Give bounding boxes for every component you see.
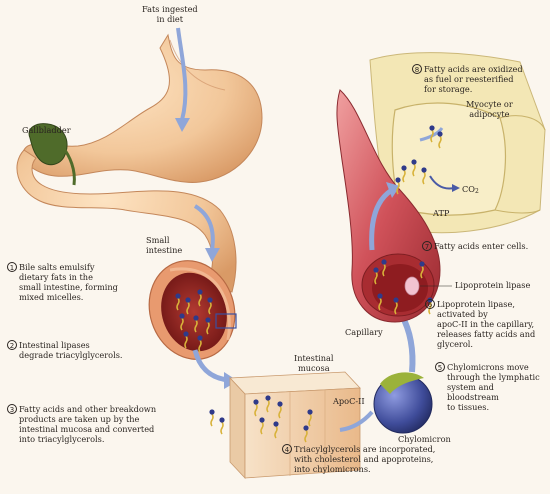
intestine-arrow	[193, 204, 220, 262]
fatty-acid-glyph	[381, 259, 387, 277]
intestinal-mucosa-label: Intestinal mucosa	[294, 353, 334, 373]
small-intestine-section	[148, 260, 236, 360]
lipoprotein-lipase-label: Lipoprotein lipase	[455, 280, 531, 290]
step-6-number: 6	[425, 299, 435, 309]
fatty-acid-glyph	[303, 425, 309, 443]
step-4-text: Triacylglycerols are incorporated, with …	[294, 444, 436, 474]
fatty-acid-glyph	[437, 131, 443, 149]
apoc2-label: ApoC-II	[333, 396, 365, 406]
fats-ingested-label: Fats ingested in diet	[142, 4, 198, 24]
fatty-acid-glyph	[219, 417, 225, 435]
small-intestine-label: Small intestine	[146, 235, 183, 255]
fatty-acid-glyph	[179, 313, 185, 331]
myocyte-label: Myocyte or adipocyte	[466, 99, 513, 119]
fatty-acid-glyph	[197, 335, 203, 353]
fatty-acid-glyph	[429, 125, 435, 143]
chylomicron	[373, 372, 433, 434]
to-co2-arrow	[429, 175, 460, 192]
fatty-acid-glyph	[205, 317, 211, 335]
intestinal-mucosa-block	[229, 371, 361, 480]
gallbladder	[28, 123, 76, 186]
step-5-number: 5	[435, 362, 445, 372]
fatty-acid-glyph	[277, 401, 283, 419]
step-3-number: 3	[7, 404, 17, 414]
atp-label: ATP	[433, 208, 450, 218]
fatty-acid-glyph	[175, 293, 181, 311]
fatty-acid-glyph	[207, 297, 213, 315]
co2-subscript: 2	[474, 188, 479, 195]
to-chylomicron-arrow	[339, 410, 374, 432]
to-cell-arrow	[369, 182, 400, 251]
step-2-number: 2	[7, 340, 17, 350]
fatty-acid-glyph	[393, 297, 399, 315]
fatty-acid-glyph	[273, 421, 279, 439]
cells	[369, 52, 546, 234]
fatty-acid-glyph	[373, 267, 379, 285]
step-1-text: Bile salts emulsify dietary fats in the …	[19, 262, 118, 302]
step-4-number: 4	[282, 444, 292, 454]
fatty-acid-glyph	[185, 297, 191, 315]
step-7-text: Fatty acids enter cells.	[434, 241, 529, 251]
fatty-acid-glyph	[307, 409, 313, 427]
stomach	[22, 33, 263, 183]
co2-label: CO2	[462, 184, 479, 197]
step-1-number: 1	[7, 262, 17, 272]
step-6-text: Lipoprotein lipase, activated by apoC-II…	[437, 299, 536, 349]
gallbladder-label: Gallbladder	[22, 125, 71, 135]
step-3-text: Fatty acids and other breakdown products…	[19, 404, 157, 444]
step-5-text: Chylomicrons move through the lymphatic …	[447, 362, 540, 412]
fatty-acid-glyph	[183, 331, 189, 349]
fatty-acid-glyph	[209, 409, 215, 427]
fatty-acid-glyph	[377, 293, 383, 311]
fatty-acid-glyph	[395, 177, 401, 195]
fatty-acid-glyph	[265, 395, 271, 413]
fatty-acid-glyph	[197, 289, 203, 307]
fat-path-arrow	[175, 27, 190, 132]
fatty-acid-glyph	[401, 165, 407, 183]
capillary-label: Capillary	[345, 327, 383, 337]
co2-text: CO	[462, 184, 475, 194]
step-8-text: Fatty acids are oxidized as fuel or rees…	[424, 64, 523, 94]
step-7-number: 7	[422, 241, 432, 251]
fatty-acid-glyph	[253, 399, 259, 417]
step-2-text: Intestinal lipases degrade triacylglycer…	[19, 340, 123, 360]
fatty-acid-glyph	[421, 167, 427, 185]
fatty-acid-glyph	[411, 159, 417, 177]
fatty-acid-glyph	[419, 261, 425, 279]
chylomicron-label: Chylomicron	[398, 434, 451, 444]
fatty-acid-glyph	[193, 315, 199, 333]
zoom-box	[215, 313, 237, 329]
step-8-number: 8	[412, 64, 422, 74]
fatty-acid-glyph	[259, 417, 265, 435]
capillary	[336, 89, 441, 323]
